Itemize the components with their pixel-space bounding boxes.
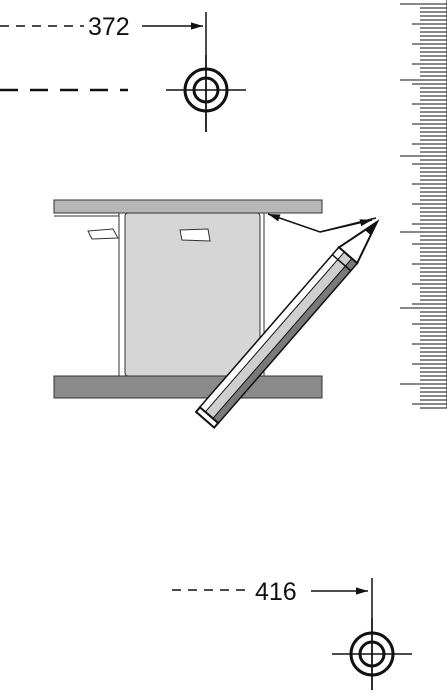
crosshair-circle-icon (166, 55, 246, 132)
cabinet-illustration (53, 199, 323, 399)
gap-arrows (267, 213, 377, 233)
crosshair-circle-icon (332, 618, 412, 690)
ruler-icon (400, 0, 447, 409)
pencil-icon (194, 219, 380, 430)
door-handle (179, 228, 211, 242)
plinth (53, 375, 323, 399)
top-dimension: 372 (0, 12, 207, 132)
bottom-dimension: 416 (172, 578, 373, 690)
top-dimension-value: 372 (88, 13, 130, 41)
left-handle (87, 228, 119, 240)
bottom-dimension-value: 416 (255, 578, 297, 606)
countertop (53, 199, 323, 214)
